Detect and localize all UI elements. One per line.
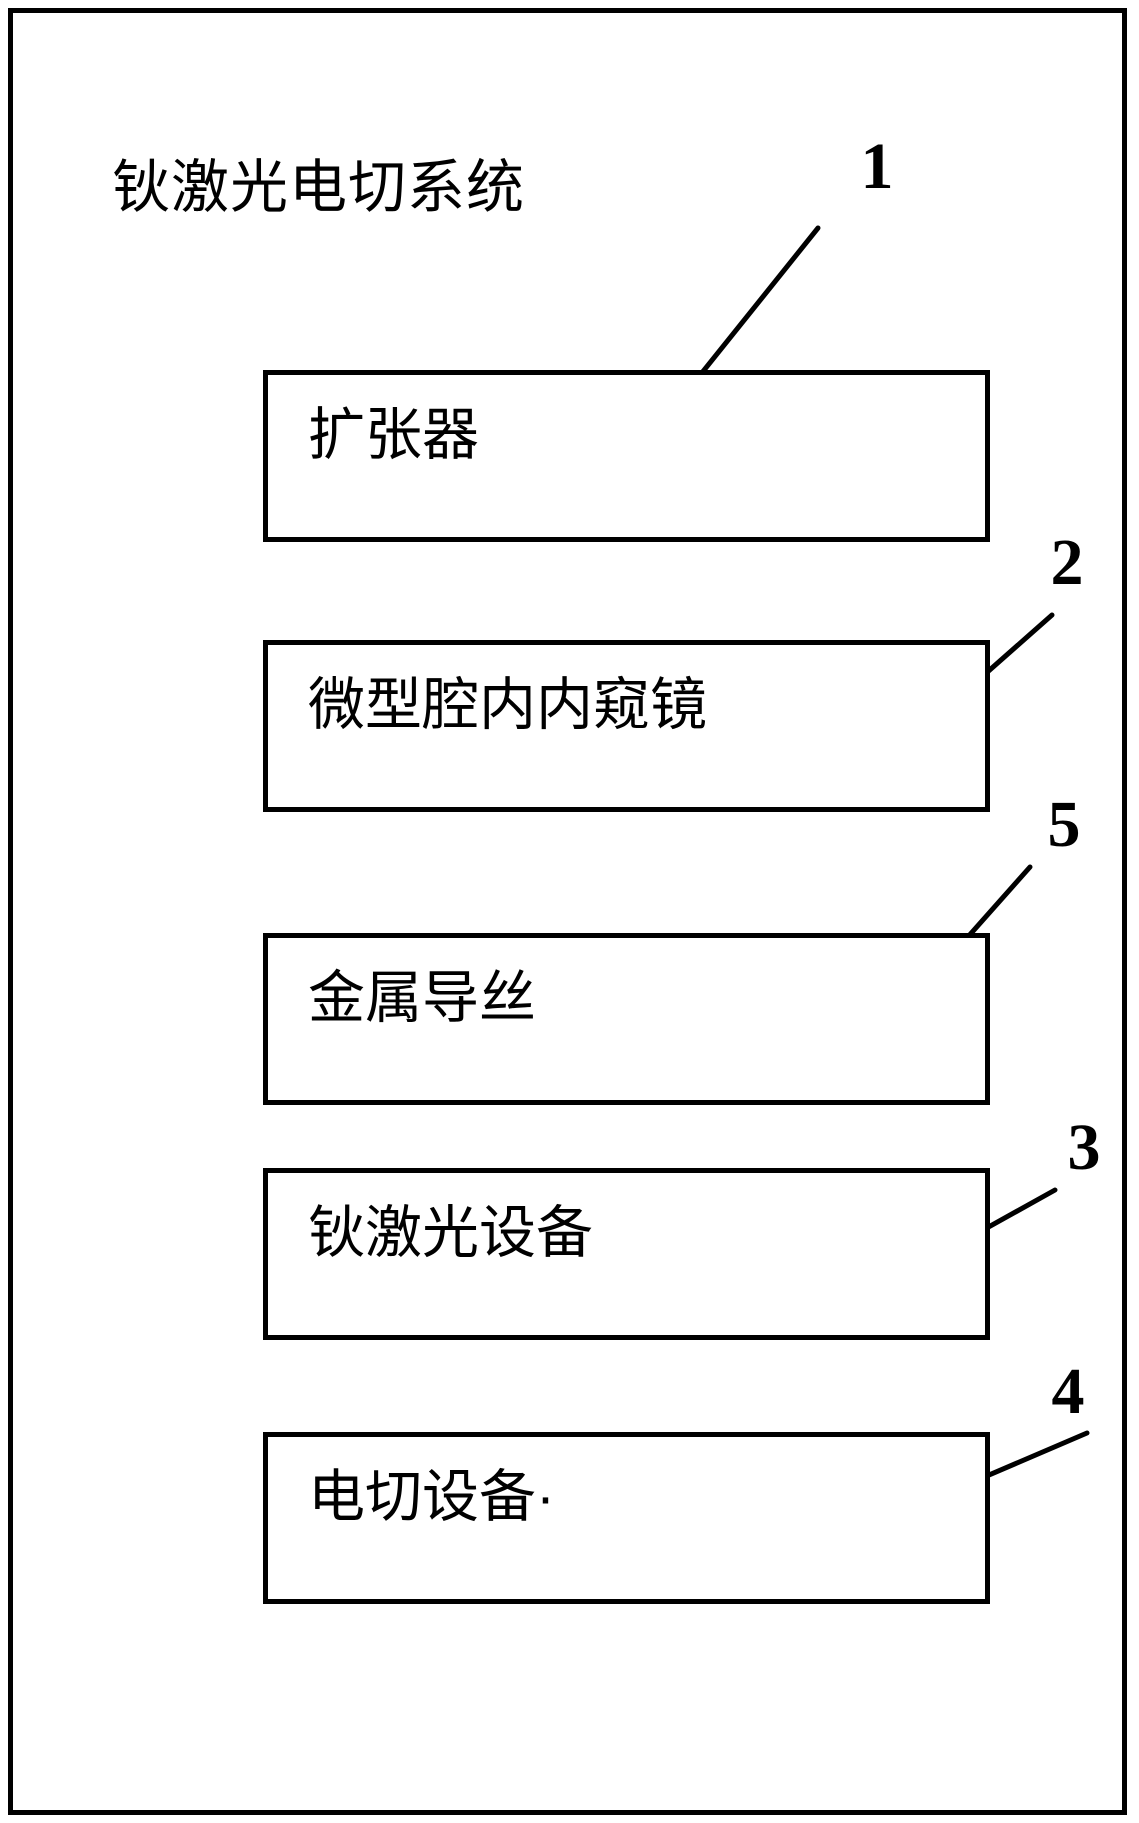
figure-border: [8, 8, 1127, 1815]
block-electrocision-device-label: 电切设备·: [308, 1465, 555, 1529]
block-electrocision-device: 电切设备·: [263, 1432, 990, 1604]
ref-number-1: 1: [860, 130, 894, 203]
block-holmium-laser-device: 钬激光设备: [263, 1168, 990, 1340]
ref-number-4: 4: [1051, 1355, 1085, 1428]
block-holmium-laser-device-label: 钬激光设备: [308, 1201, 593, 1265]
block-micro-endoscope-label: 微型腔内内窥镜: [308, 673, 707, 737]
diagram-title: 钬激光电切系统: [112, 155, 526, 220]
block-dilator: 扩张器: [263, 370, 990, 542]
block-metal-guidewire: 金属导丝: [263, 933, 990, 1105]
ref-number-2: 2: [1050, 526, 1084, 599]
block-dilator-label: 扩张器: [308, 403, 479, 467]
ref-number-3: 3: [1067, 1111, 1101, 1184]
block-micro-endoscope: 微型腔内内窥镜: [263, 640, 990, 812]
block-metal-guidewire-label: 金属导丝: [308, 966, 536, 1030]
ref-number-5: 5: [1047, 788, 1081, 861]
